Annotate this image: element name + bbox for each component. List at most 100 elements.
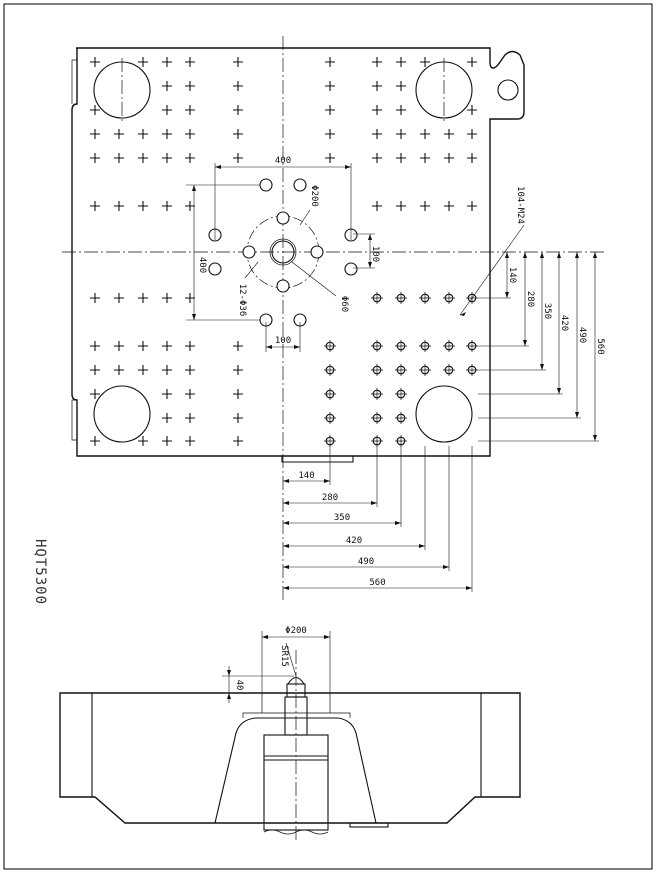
tapped-hole-mark: [185, 341, 195, 351]
dimension-400-label: 400: [275, 156, 291, 166]
tapped-hole-mark: [467, 153, 477, 163]
tapped-hole-mark: [114, 153, 124, 163]
tapped-hole-mark: [114, 201, 124, 211]
tapped-hole-mark: [233, 57, 243, 67]
y-dimension-label: 280: [525, 291, 535, 307]
tapped-hole-mark: [138, 129, 148, 139]
tapped-hole-mark: [90, 389, 100, 399]
tapped-hole-mark: [233, 413, 243, 423]
tapped-hole-cross: [371, 388, 383, 400]
tapped-hole-mark: [90, 105, 100, 115]
phi60-label: Φ60: [339, 296, 349, 312]
tapped-hole-mark: [138, 341, 148, 351]
tapped-hole-mark: [420, 153, 430, 163]
tie-bar-hole-bottom-left: [93, 385, 151, 443]
tapped-hole-mark: [185, 389, 195, 399]
center-sprue-hole: [271, 240, 295, 264]
tapped-hole-mark: [396, 129, 406, 139]
tapped-hole-cross: [443, 364, 455, 376]
tapped-hole-cross: [371, 292, 383, 304]
tapped-holes-quadrant: [324, 292, 478, 447]
tapped-hole-mark: [185, 436, 195, 446]
tapped-hole-cross: [419, 364, 431, 376]
tapped-hole-mark: [233, 436, 243, 446]
tapped-hole-mark: [114, 129, 124, 139]
bolt-holes-label: 12-Φ36: [237, 284, 247, 317]
left-side-notch-bottom: [71, 399, 77, 441]
tapped-hole-cross: [466, 340, 478, 352]
tapped-hole-mark: [90, 341, 100, 351]
tapped-hole-mark: [138, 365, 148, 375]
tapped-hole-mark: [444, 129, 454, 139]
tapped-hole-mark: [90, 201, 100, 211]
side-platen-body: [59, 692, 521, 824]
tapped-hole-mark: [162, 436, 172, 446]
tapped-hole-cross: [324, 435, 336, 447]
tapped-hole-mark: [372, 81, 382, 91]
tapped-hole-cross: [395, 435, 407, 447]
tapped-hole-mark: [162, 153, 172, 163]
tapped-hole-mark: [162, 57, 172, 67]
bolt-hole: [293, 178, 307, 192]
tapped-hole-mark: [162, 105, 172, 115]
tapped-hole-mark: [114, 341, 124, 351]
model-label: HQT5300: [32, 539, 48, 605]
tapped-hole-mark: [138, 436, 148, 446]
tapped-hole-cross: [324, 412, 336, 424]
bottom-tab: [281, 456, 354, 463]
y-dimension-label: 140: [507, 267, 517, 283]
tapped-hole-mark: [372, 57, 382, 67]
drawing-border: [3, 3, 653, 870]
x-dimension-label: 490: [358, 557, 374, 567]
ram-cylinder: [263, 734, 329, 831]
side-phi200-label: Φ200: [285, 626, 307, 636]
tapped-hole-mark: [185, 105, 195, 115]
tapped-hole-mark: [162, 365, 172, 375]
tapped-hole-cross: [419, 340, 431, 352]
tapped-hole-mark: [396, 57, 406, 67]
tapped-hole-mark: [372, 105, 382, 115]
left-side-notch-top: [71, 59, 77, 104]
tapped-holes-label: 104-M24: [515, 186, 525, 224]
dimension-100-vertical-label: 100: [370, 246, 380, 262]
x-dimension-label: 280: [322, 493, 338, 503]
sr15-label: SR15: [279, 645, 289, 667]
ear-hole: [497, 79, 519, 101]
tapped-hole-mark: [185, 201, 195, 211]
tapped-hole-mark: [185, 413, 195, 423]
leader-sr15: SR15: [279, 642, 297, 677]
tapped-hole-mark: [90, 365, 100, 375]
tapped-hole-mark: [325, 57, 335, 67]
tapped-hole-mark: [90, 153, 100, 163]
tapped-hole-mark: [233, 153, 243, 163]
dimension-100-vertical: 100: [353, 233, 380, 269]
tapped-hole-mark: [162, 341, 172, 351]
bolt-hole: [310, 245, 324, 259]
tapped-hole-mark: [420, 57, 430, 67]
tapped-hole-cross: [324, 340, 336, 352]
tapped-hole-mark: [90, 129, 100, 139]
tapped-hole-cross: [371, 435, 383, 447]
platen-side-view: Φ200 SR15 40: [59, 626, 521, 840]
tapped-hole-mark: [185, 57, 195, 67]
tapped-hole-mark: [162, 81, 172, 91]
dimension-400-horizontal: 400: [214, 156, 352, 240]
bolt-hole: [344, 262, 358, 276]
tapped-hole-mark: [325, 153, 335, 163]
dimension-100-horizontal-label: 100: [275, 336, 291, 346]
tie-bar-hole-bottom-right: [415, 385, 473, 443]
tapped-hole-mark: [396, 81, 406, 91]
leader-phi60: Φ60: [291, 261, 349, 312]
bolt-holes: [208, 178, 358, 327]
tapped-hole-mark: [138, 293, 148, 303]
tapped-hole-mark: [185, 81, 195, 91]
tapped-hole-mark: [396, 201, 406, 211]
tapped-hole-mark: [138, 57, 148, 67]
tapped-hole-mark: [233, 389, 243, 399]
tapped-hole-mark: [90, 293, 100, 303]
tapped-hole-cross: [324, 364, 336, 376]
tapped-hole-grid: [90, 57, 477, 446]
